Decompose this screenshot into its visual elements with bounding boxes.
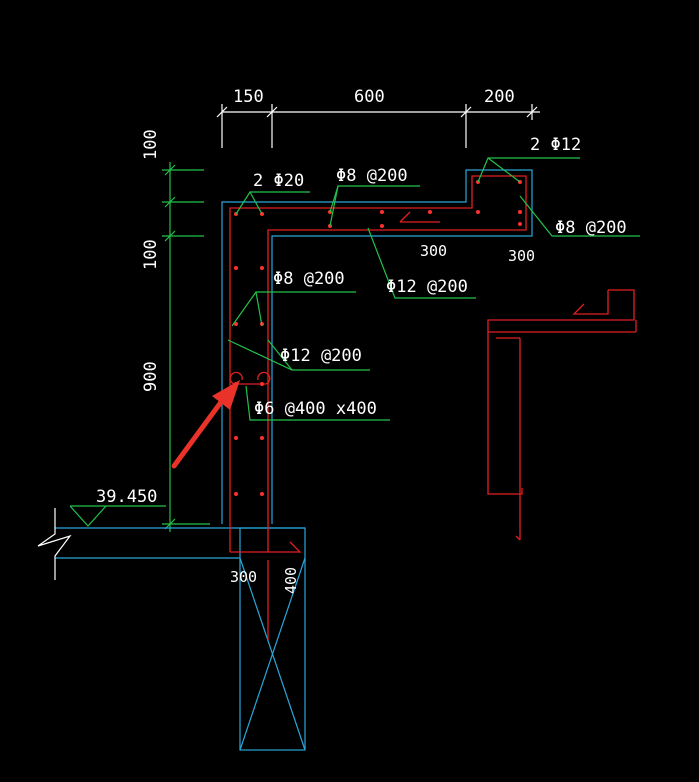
dim-300-slab: 300 [420,242,447,260]
dim-top-200: 200 [484,87,515,107]
concrete-outline [55,169,533,751]
rebar-main [229,175,527,640]
label-2phi12: 2 Φ12 [530,135,581,155]
label-phi8-200-wall: Φ8 @200 [273,269,345,289]
annotation-arrow [171,380,240,469]
dim-top-150: 150 [233,87,264,107]
section-dimensions: 300 300 300 400 [230,242,535,594]
label-phi12-200-wall: Φ12 @200 [280,346,362,366]
rebar-labels: 2 Φ20 Φ8 @200 2 Φ12 Φ8 @200 Φ12 @200 Φ8 … [253,135,627,419]
elevation-value: 39.450 [96,487,157,507]
label-phi6-400x400: Φ6 @400 x400 [254,399,377,419]
dim-top-600: 600 [354,87,385,107]
dim-300-col: 300 [230,568,257,586]
label-phi12-200-slab: Φ12 @200 [386,277,468,297]
elevation-marker: 39.450 [69,487,166,527]
right-detail [487,289,637,541]
dim-left-100-a: 100 [141,129,161,160]
label-phi8-200-beam: Φ8 @200 [555,218,627,238]
top-dimension-chain: 150 600 200 [216,87,540,148]
label-2phi20: 2 Φ20 [253,171,304,191]
rebar-dots [234,180,522,496]
break-line-symbol [37,508,72,580]
dim-left-100-b: 100 [141,239,161,270]
leader-lines [227,157,640,421]
left-dimension-chain: 100 100 900 [141,129,210,532]
dim-300-beam: 300 [508,247,535,265]
dim-400-col: 400 [282,567,300,594]
dim-left-900: 900 [141,361,161,392]
label-phi8-200-slab: Φ8 @200 [336,166,408,186]
